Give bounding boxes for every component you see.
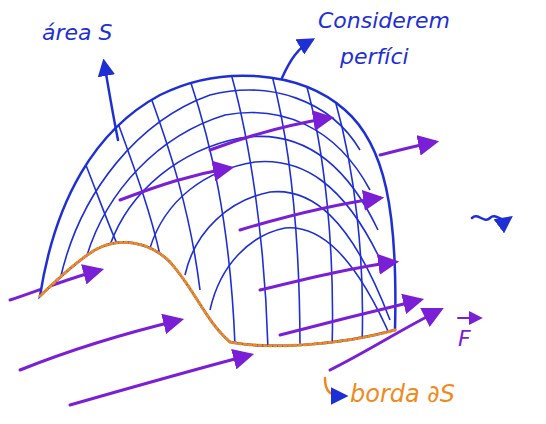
handwritten-label: perfíci — [340, 46, 409, 68]
vector-field — [120, 118, 480, 370]
surface-outline — [40, 76, 395, 346]
boundary-curve — [40, 242, 395, 345]
handwritten-label: área S — [42, 22, 113, 44]
handwritten-label: borda ∂S — [350, 382, 455, 406]
surface-grid — [60, 68, 392, 350]
vector-name: F — [458, 328, 471, 350]
handwritten-label: Considerem — [318, 10, 450, 32]
hook-arrow — [325, 378, 345, 396]
leader-arrow — [104, 40, 510, 220]
